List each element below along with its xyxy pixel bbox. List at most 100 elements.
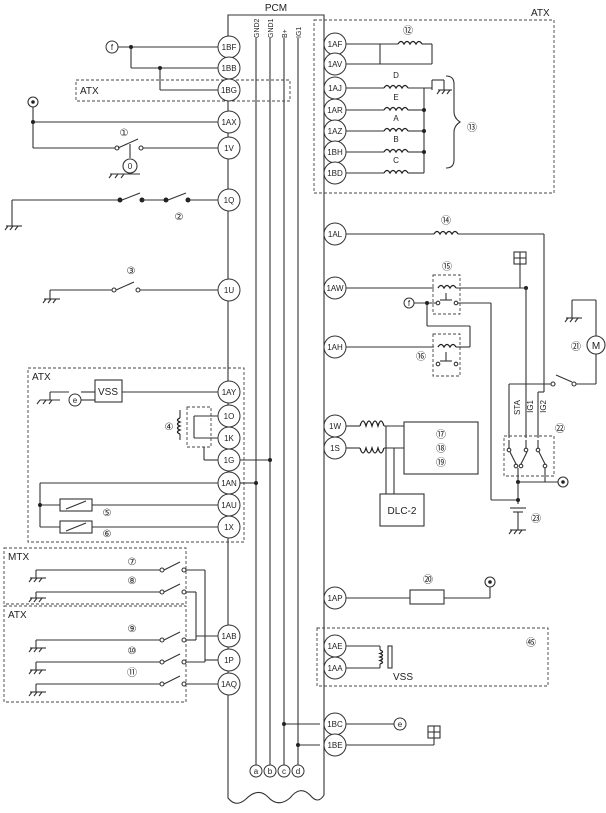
callout-15: ⑮ <box>442 261 452 273</box>
svg-text:1Q: 1Q <box>224 196 235 205</box>
callout-2: ② <box>175 212 184 223</box>
terminal-b: b <box>263 764 277 778</box>
svg-text:1U: 1U <box>224 286 234 295</box>
pcm-label-ig1: IG1 <box>296 27 303 38</box>
callout-16: ⑯ <box>416 351 426 363</box>
svg-text:1AU: 1AU <box>221 501 237 510</box>
pin-1ax: 1AX <box>217 110 241 134</box>
callout-11: ⑪ <box>127 667 137 679</box>
callout-21: ㉑ <box>571 341 581 353</box>
svg-text:1AQ: 1AQ <box>221 680 237 689</box>
pin-1al: 1AL <box>323 222 347 246</box>
svg-text:1BE: 1BE <box>327 741 342 750</box>
svg-text:1AN: 1AN <box>221 479 237 488</box>
pcm-label-gnd1: GND1 <box>268 18 275 38</box>
sol-label-e: E <box>393 93 398 102</box>
callout-3: ③ <box>127 266 136 277</box>
vss-box-label: VSS <box>98 387 118 398</box>
callout-22: ㉒ <box>555 423 565 435</box>
terminal-a: a <box>249 764 263 778</box>
callout-14: ⑭ <box>441 215 451 227</box>
pin-1az: 1AZ <box>323 119 347 143</box>
pcm-label-gnd2: GND2 <box>254 18 261 38</box>
vss-sensor-label: VSS <box>393 672 413 683</box>
pin-1p: 1P <box>217 648 241 672</box>
pin-1an: 1AN <box>217 471 241 495</box>
svg-text:1BB: 1BB <box>221 64 236 73</box>
pin-1u: 1U <box>217 278 241 302</box>
svg-text:1S: 1S <box>330 444 340 453</box>
svg-text:1AW: 1AW <box>326 284 343 293</box>
pin-1bd: 1BD <box>323 161 347 185</box>
pin-1ar: 1AR <box>323 98 347 122</box>
svg-text:a: a <box>254 767 259 776</box>
svg-text:1W: 1W <box>329 422 341 431</box>
svg-text:1AH: 1AH <box>327 343 343 352</box>
connector-e-left: e <box>73 396 78 405</box>
svg-text:1BF: 1BF <box>222 43 237 52</box>
callout-9: ⑨ <box>128 624 137 635</box>
atx-label-1bg: ATX <box>80 86 99 97</box>
pin-1af: 1AF <box>323 32 347 56</box>
callout-8: ⑧ <box>128 576 137 587</box>
pin-1ay: 1AY <box>217 380 241 404</box>
callout-17: ⑰ <box>436 429 446 441</box>
pin-1bh: 1BH <box>323 140 347 164</box>
callout-5: ⑤ <box>103 508 112 519</box>
pin-1aq: 1AQ <box>217 672 241 696</box>
pin-1ap: 1AP <box>323 586 347 610</box>
right-wiring: ATX ⑫ D E A B C <box>282 8 606 747</box>
svg-text:1AR: 1AR <box>327 106 343 115</box>
mtx-label: MTX <box>8 552 29 563</box>
dlc2-label: DLC-2 <box>388 506 417 517</box>
svg-text:1AZ: 1AZ <box>328 127 343 136</box>
pcm-block: PCM GND2 GND1 B+ IG1 a b c d <box>227 3 325 804</box>
pin-1o: 1O <box>217 404 241 428</box>
pin-1k: 1K <box>217 426 241 450</box>
terminal-c: c <box>277 764 291 778</box>
pin-1bb: 1BB <box>217 56 241 80</box>
callout-19: ⑲ <box>436 457 446 469</box>
svg-text:1AB: 1AB <box>221 632 236 641</box>
svg-text:b: b <box>268 767 273 776</box>
connector-e-right: e <box>398 720 403 729</box>
svg-text:1AA: 1AA <box>327 664 343 673</box>
svg-text:1BH: 1BH <box>327 148 343 157</box>
atx-label-left-low: ATX <box>8 610 27 621</box>
pin-1au: 1AU <box>217 493 241 517</box>
pin-1be: 1BE <box>323 733 347 757</box>
pin-1q: 1Q <box>217 188 241 212</box>
svg-text:1O: 1O <box>224 412 235 421</box>
svg-text:1BG: 1BG <box>221 86 237 95</box>
sol-label-c: C <box>393 156 399 165</box>
terminal-d: d <box>291 764 305 778</box>
svg-text:1G: 1G <box>224 456 235 465</box>
callout-7: ⑦ <box>128 557 137 568</box>
pin-1bf: 1BF <box>217 35 241 59</box>
pin-1aw: 1AW <box>323 276 347 300</box>
callout-18: ⑱ <box>436 443 446 455</box>
svg-text:1AL: 1AL <box>328 230 343 239</box>
vss-group-number: ㊺ <box>526 637 536 649</box>
switch-label-sta: STA <box>513 399 522 415</box>
pin-1s: 1S <box>323 436 347 460</box>
svg-text:1AX: 1AX <box>221 118 237 127</box>
pin-1aj: 1AJ <box>323 76 347 100</box>
switch-label-ig1: IG1 <box>526 399 535 412</box>
svg-text:d: d <box>296 767 300 776</box>
right-pin-column: 1AF1AV1AJ1AR1AZ1BH1BD1AL1AW1AH1W1S1AP1AE… <box>323 32 347 757</box>
svg-text:1AF: 1AF <box>328 40 343 49</box>
callout-23: ㉓ <box>531 513 541 525</box>
pin-1bg: 1BG <box>217 78 241 102</box>
sol-label-b: B <box>393 135 398 144</box>
atx-label-top-right: ATX <box>531 8 550 19</box>
svg-text:1X: 1X <box>224 523 234 532</box>
callout-1: ① <box>120 128 129 139</box>
pin-1g: 1G <box>217 448 241 472</box>
pin-1w: 1W <box>323 414 347 438</box>
pin-1aa: 1AA <box>323 656 347 680</box>
pin-1ab: 1AB <box>217 624 241 648</box>
switch-label-ig2: IG2 <box>539 399 548 412</box>
svg-text:1BD: 1BD <box>327 169 343 178</box>
